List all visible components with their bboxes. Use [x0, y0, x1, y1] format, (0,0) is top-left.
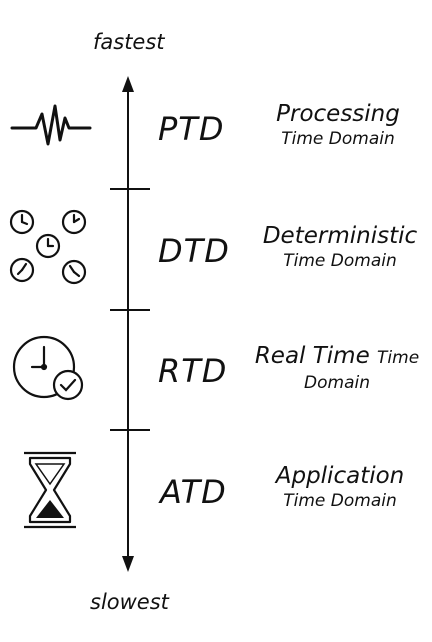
dtd-line1: Deterministic — [262, 223, 418, 249]
dtd-line2: Time Domain — [283, 251, 397, 271]
atd-fullname: Application Time Domain — [250, 462, 430, 512]
ptd-line1: Processing — [276, 101, 400, 127]
rtd-line1: Real Time Time — [246, 342, 428, 372]
rtd-fullname: Real Time Time Domain — [246, 342, 428, 394]
ptd-line2: Time Domain — [281, 129, 395, 149]
rtd-abbr: RTD — [158, 352, 228, 390]
dtd-fullname: Deterministic Time Domain — [250, 222, 430, 272]
rtd-line1-main: Real Time — [254, 343, 370, 369]
fastest-label: fastest — [93, 30, 165, 54]
rtd-line2: Domain — [304, 373, 370, 393]
ptd-abbr: PTD — [158, 110, 225, 148]
multiple-clocks-icon — [9, 209, 87, 285]
atd-abbr: ATD — [160, 473, 227, 511]
atd-line2: Time Domain — [283, 491, 397, 511]
dtd-abbr: DTD — [158, 232, 230, 270]
rtd-line1-suffix: Time — [377, 348, 420, 368]
clock-check-icon — [12, 335, 84, 401]
slowest-label: slowest — [90, 590, 169, 614]
arrow-down — [122, 556, 134, 572]
ptd-fullname: Processing Time Domain — [248, 100, 428, 150]
hourglass-icon — [24, 451, 76, 529]
waveform-icon — [10, 104, 92, 146]
atd-line1: Application — [275, 463, 405, 489]
arrow-up — [122, 76, 134, 92]
